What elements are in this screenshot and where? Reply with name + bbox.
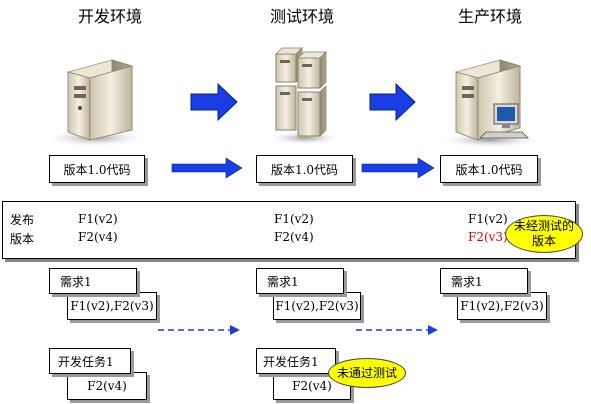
task-title-dev-text: 开发任务1 <box>58 354 114 369</box>
dashed-arrow-icon-1 <box>158 325 240 335</box>
untested-callout-line1: 未经测试的 <box>513 219 574 233</box>
release-band <box>2 201 576 259</box>
arrow-right-icon-mid-2 <box>361 157 435 179</box>
requirement-title-dev: 需求1 <box>49 268 137 294</box>
release-test-f2: F2(v4) <box>274 230 314 244</box>
release-test-f1: F1(v2) <box>274 212 314 226</box>
release-dev-f1: F1(v2) <box>78 212 118 226</box>
task-detail-test: F2(v4) <box>273 372 351 400</box>
requirement-title-prod-text: 需求1 <box>451 274 483 289</box>
env-title-prod: 生产环境 <box>457 7 522 26</box>
dashed-arrow-icon-2 <box>356 325 438 335</box>
arrow-right-icon-top-1 <box>190 82 238 122</box>
arrow-right-icon-top-2 <box>369 82 416 122</box>
requirement-title-test-text: 需求1 <box>267 274 299 289</box>
release-dev-f2: F2(v4) <box>78 230 118 244</box>
requirement-detail-test: F1(v2),F2(v3) <box>273 292 361 320</box>
release-label-line1: 发布 <box>10 213 35 227</box>
task-detail-dev: F2(v4) <box>67 372 147 400</box>
task-title-test-text: 开发任务1 <box>263 354 319 369</box>
untested-callout-line2: 版本 <box>531 234 556 248</box>
task-title-dev: 开发任务1 <box>49 348 131 374</box>
requirement-detail-prod: F1(v2),F2(v3) <box>457 292 547 320</box>
requirement-title-dev-text: 需求1 <box>60 274 92 289</box>
requirement-title-test: 需求1 <box>256 268 344 294</box>
version-box-test: 版本1.0代码 <box>256 155 353 183</box>
env-title-dev: 开发环境 <box>77 7 142 26</box>
failed-test-callout: 未通过测试 <box>328 358 406 388</box>
release-prod-f1: F1(v2) <box>468 212 508 226</box>
version-box-prod: 版本1.0代码 <box>440 155 538 183</box>
release-label-line2: 版本 <box>10 232 35 246</box>
server-with-monitor-icon-prod <box>438 59 542 148</box>
env-title-test: 测试环境 <box>269 7 334 26</box>
arrow-right-icon-mid-1 <box>171 157 243 179</box>
requirement-detail-dev: F1(v2),F2(v3) <box>67 292 157 320</box>
version-box-dev: 版本1.0代码 <box>49 155 145 183</box>
task-title-test: 开发任务1 <box>256 348 336 374</box>
server-cluster-icon-test <box>267 47 343 145</box>
requirement-title-prod: 需求1 <box>440 268 528 294</box>
release-prod-f2: F2(v3) <box>468 230 508 244</box>
untested-version-callout: 未经测试的 版本 <box>505 215 583 253</box>
server-tower-icon-dev <box>43 59 147 147</box>
